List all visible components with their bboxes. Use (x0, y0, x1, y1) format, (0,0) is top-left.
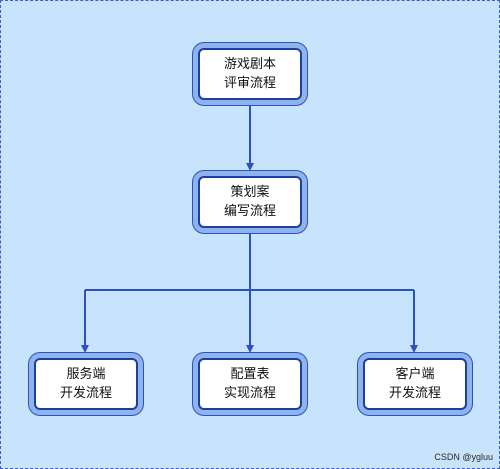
node-client-dev-line1: 客户端 (395, 367, 435, 382)
node-config-table-line2: 实现流程 (223, 386, 276, 401)
node-config-table-line1: 配置表 (230, 367, 270, 382)
node-server-dev-line1: 服务端 (66, 367, 106, 382)
node-server-dev: 服务端 开发流程 (34, 358, 138, 410)
node-server-dev-line2: 开发流程 (59, 386, 112, 401)
node-config-table: 配置表 实现流程 (198, 358, 302, 410)
watermark: CSDN @ygluu (434, 452, 493, 462)
node-client-dev-line2: 开发流程 (388, 386, 441, 401)
node-client-dev: 客户端 开发流程 (363, 358, 467, 410)
node-script-review: 游戏剧本 评审流程 (198, 48, 302, 100)
node-design-doc: 策划案 编写流程 (198, 176, 302, 228)
node-design-doc-line1: 策划案 (230, 185, 270, 200)
node-script-review-line2: 评审流程 (223, 76, 276, 91)
node-script-review-line1: 游戏剧本 (223, 57, 276, 72)
node-design-doc-line2: 编写流程 (223, 204, 276, 219)
